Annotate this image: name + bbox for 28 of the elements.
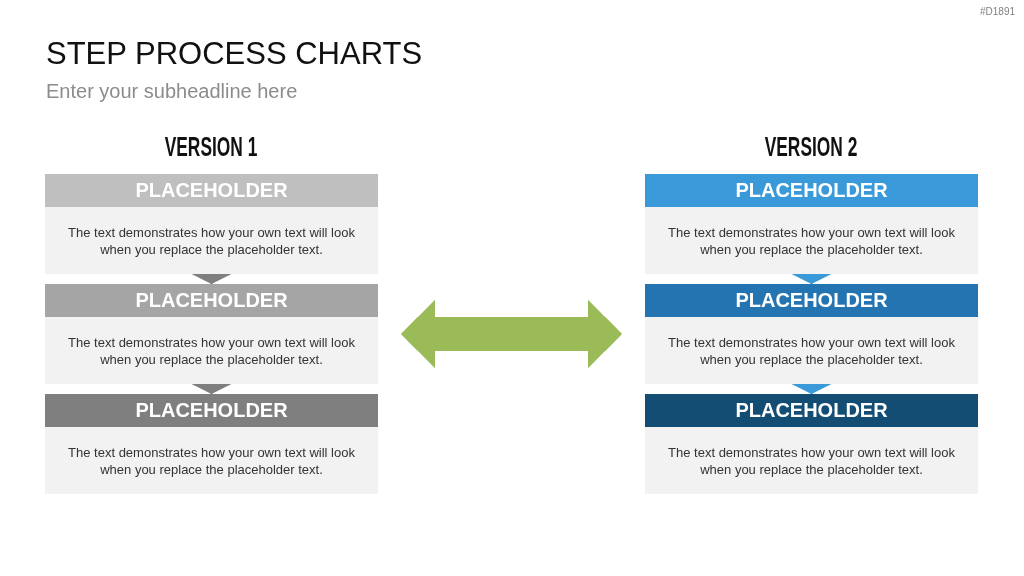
arrow — [191, 273, 232, 285]
column-heading: VERSION 2 — [764, 131, 858, 163]
step-description: The text demonstrates how your own text will look when you replace the placeholder text. — [667, 333, 956, 368]
step-card — [45, 394, 378, 494]
step-heading: PLACEHOLDER — [645, 284, 978, 317]
step-heading: PLACEHOLDER — [645, 174, 978, 207]
step-description: The text demonstrates how your own text will look when you replace the placeholder text. — [67, 223, 356, 258]
step-heading: PLACEHOLDER — [645, 394, 978, 427]
step-card — [645, 284, 978, 384]
slide-title: STEP PROCESS CHARTS — [46, 36, 423, 72]
step-description: The text demonstrates how your own text will look when you replace the placeholder text. — [667, 223, 956, 258]
step-card — [45, 174, 378, 274]
template-code: #D1891 — [979, 6, 1015, 17]
step-card — [45, 284, 378, 384]
step-heading: PLACEHOLDER — [45, 394, 378, 427]
step-description: The text demonstrates how your own text will look when you replace the placeholder text. — [67, 333, 356, 368]
step-heading: PLACEHOLDER — [45, 174, 378, 207]
step-description: The text demonstrates how your own text will look when you replace the placeholder text. — [667, 443, 956, 478]
arrow — [791, 383, 832, 395]
double-arrow — [401, 299, 622, 369]
arrow — [791, 273, 832, 285]
subheadline: Enter your subheadline here — [46, 80, 298, 103]
step-card — [645, 394, 978, 494]
step-description: The text demonstrates how your own text will look when you replace the placeholder text. — [67, 443, 356, 478]
step-heading: PLACEHOLDER — [45, 284, 378, 317]
step-card — [645, 174, 978, 274]
arrow — [191, 383, 232, 395]
column-heading: VERSION 1 — [164, 131, 258, 163]
